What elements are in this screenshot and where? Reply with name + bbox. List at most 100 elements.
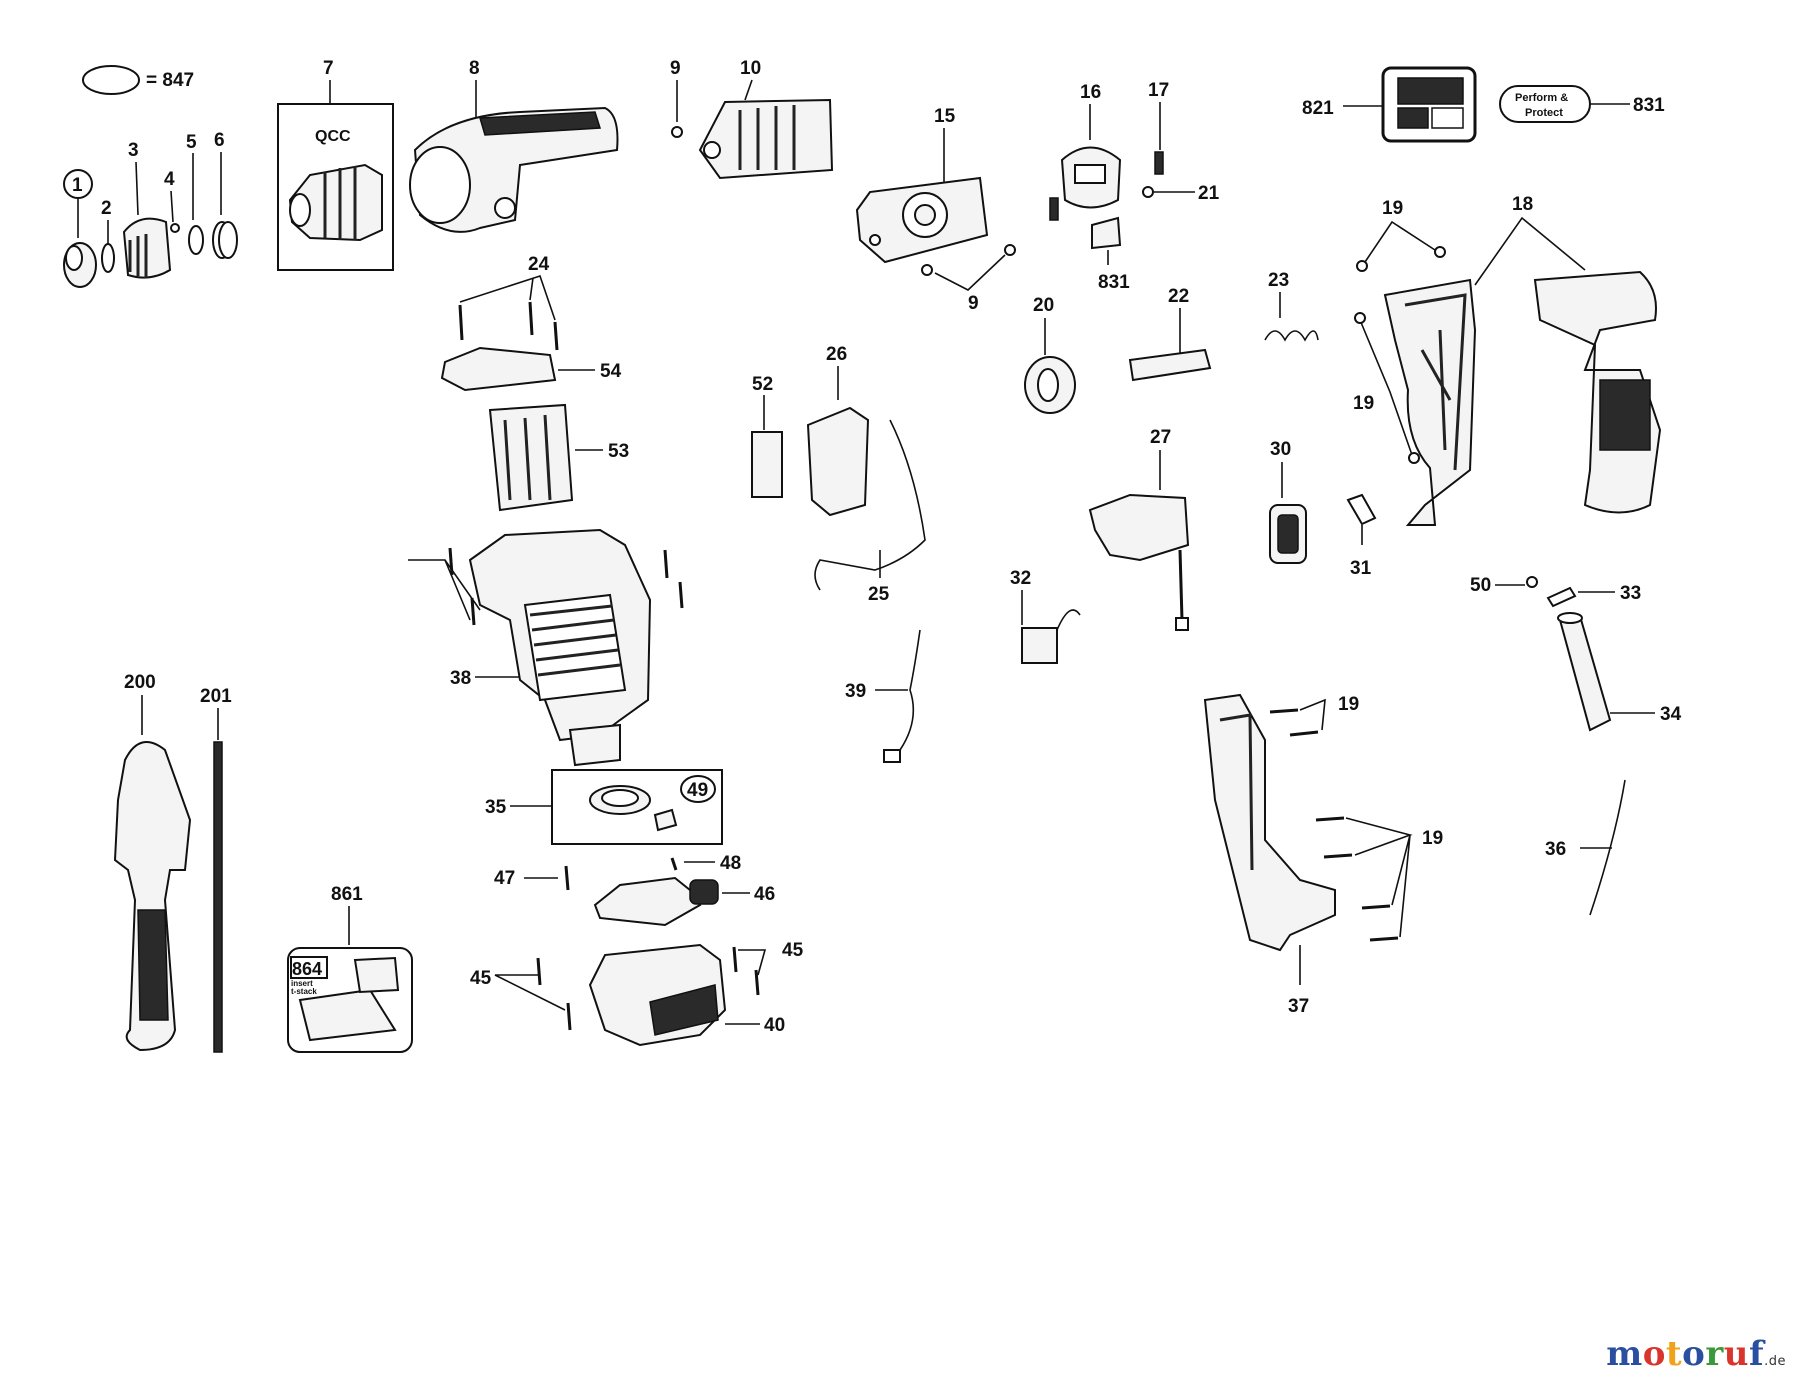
- part-brush-cover-46: [593, 876, 719, 927]
- part-carry-case-861: 864 insert t-stack: [287, 947, 413, 1053]
- part-screw-9: [671, 126, 683, 138]
- part-side-housing-37: [1203, 693, 1336, 952]
- part-qcc-chuck: [288, 163, 383, 242]
- callout-25: 26: [826, 344, 847, 365]
- callout-16: 16: [1080, 82, 1101, 103]
- callout-9-bottom: 9: [968, 293, 979, 314]
- part-handle-housing-right: [1533, 270, 1662, 514]
- part-screw-19c: [1354, 312, 1366, 324]
- callout-201: 201: [200, 686, 232, 707]
- part-brush-holder-53: [440, 346, 557, 392]
- part-cord-36: [1589, 779, 1626, 916]
- part-wiring-27: [814, 419, 926, 591]
- part-screw-19b: [1434, 246, 1446, 258]
- part-clip-23: [1091, 216, 1122, 250]
- part-wire-38: [899, 629, 921, 751]
- part-nose-cap: [63, 242, 97, 288]
- part-clutch-disc: [1060, 146, 1122, 209]
- part-collar: [122, 217, 172, 279]
- part-side-handle-200: [113, 741, 192, 1052]
- callout-32: 31: [1350, 558, 1372, 579]
- perform-protect-line1: Perform &: [1515, 92, 1568, 104]
- callout-48: 49: [687, 780, 708, 801]
- callout-35: 34: [1660, 704, 1682, 725]
- callout-54: 24: [528, 254, 550, 275]
- callout-33: 50: [1470, 575, 1491, 596]
- part-screw-19a: [1356, 260, 1368, 272]
- part-ball: [170, 223, 180, 233]
- callout-1: 1: [72, 175, 83, 196]
- callout-24: 20: [1033, 295, 1054, 316]
- part-ring: [188, 225, 204, 255]
- callout-6: 6: [214, 130, 225, 151]
- callout-22: 22: [1168, 286, 1189, 307]
- callout-26: 52: [752, 374, 773, 395]
- part-depth-rod-201: [213, 741, 223, 1053]
- callout-831: 831: [1633, 95, 1665, 116]
- callout-31: 30: [1270, 439, 1291, 460]
- part-screws-19-side: [1269, 708, 1399, 942]
- callout-30: 27: [1150, 427, 1171, 448]
- callout-39: 32: [1010, 568, 1031, 589]
- part-pin-32: [1346, 493, 1377, 526]
- callout-19-top: 19: [1382, 198, 1403, 219]
- callout-20: 23: [1268, 270, 1289, 291]
- part-spring: [212, 221, 238, 259]
- brand-tld: .de: [1764, 1354, 1786, 1369]
- part-screws-50: [448, 547, 684, 626]
- callout-53: 54: [600, 361, 622, 382]
- part-gear-housing: [409, 106, 619, 233]
- callout-38: 39: [845, 681, 866, 702]
- part-spring-17: [1154, 151, 1164, 175]
- case-insert-line2: t-stack: [291, 987, 317, 996]
- callout-17: 17: [1148, 80, 1169, 101]
- part-module-26: [751, 431, 783, 498]
- part-switch-30: [1088, 493, 1190, 631]
- brand-watermark: motoruf.de: [1606, 1334, 1786, 1374]
- callout-5: 5: [186, 132, 197, 153]
- callout-42: 47: [494, 868, 515, 889]
- callout-circle-48-icon: [680, 775, 716, 803]
- part-direction-switch-31: [1269, 504, 1307, 564]
- part-gear-plate: [855, 176, 989, 264]
- callout-27: 25: [868, 584, 890, 605]
- part-pin-47: [670, 857, 678, 871]
- part-controller-25: [806, 406, 870, 517]
- callout-45-right: 45: [782, 940, 804, 961]
- part-screw-9b: [921, 264, 933, 276]
- legend-equals-text: = 847: [146, 70, 194, 91]
- legend-oval-icon: [82, 65, 140, 95]
- part-clip-48: [653, 808, 678, 832]
- part-spring-20: [1264, 330, 1319, 342]
- part-screw-21: [1142, 186, 1154, 198]
- callout-21: 21: [1198, 183, 1220, 204]
- part-washer: [101, 243, 115, 273]
- callout-10: 10: [740, 58, 761, 79]
- part-screws-54: [458, 301, 559, 351]
- part-pin: [1049, 197, 1059, 221]
- part-motor-housing-50: [468, 528, 652, 767]
- callout-49: 35: [485, 797, 507, 818]
- part-shaft-22: [1128, 348, 1212, 382]
- callout-19-side-bottom: 19: [1422, 828, 1443, 849]
- callout-34: 33: [1620, 583, 1641, 604]
- part-screw-19d: [1408, 452, 1420, 464]
- callout-52: 53: [608, 441, 629, 462]
- callout-3: 3: [128, 140, 139, 161]
- callout-37: 37: [1288, 996, 1309, 1017]
- callout-15: 15: [934, 106, 956, 127]
- part-perform-protect-badge: Perform & Protect: [1499, 85, 1591, 123]
- part-screw-9c: [1004, 244, 1016, 256]
- part-screw-42: [564, 865, 570, 891]
- callout-47: 48: [720, 853, 741, 874]
- callout-9-top: 9: [670, 58, 681, 79]
- part-capacitor-39: [1021, 609, 1081, 664]
- case-insert-line1: insert: [291, 979, 313, 988]
- callout-19-side-top: 19: [1338, 694, 1359, 715]
- part-label-821: [1381, 66, 1477, 143]
- callout-4: 4: [164, 169, 175, 190]
- callout-821: 821: [1302, 98, 1334, 119]
- callout-50: 38: [450, 668, 471, 689]
- callout-45-left: 45: [470, 968, 492, 989]
